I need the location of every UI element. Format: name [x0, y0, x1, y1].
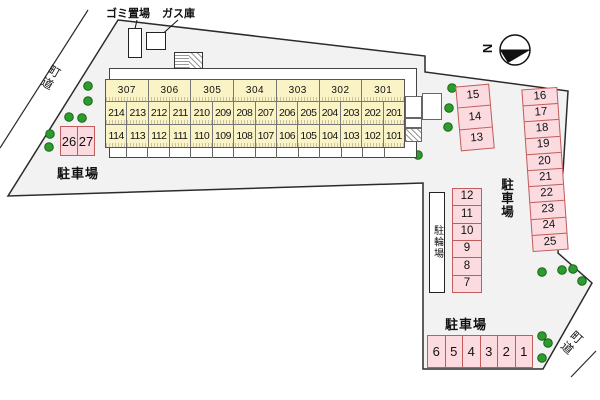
room-cell: 109: [213, 125, 235, 147]
parking-space: 8: [453, 258, 481, 276]
east-entrance: [422, 93, 442, 120]
parking-space: 10: [453, 224, 481, 241]
room-cell: 113: [127, 125, 149, 147]
tree-icon: [444, 103, 454, 113]
tree-icon: [537, 267, 547, 277]
room-cell: 304: [234, 80, 277, 101]
parking-label-bottom: 駐車場: [445, 317, 488, 332]
gas-label: ガス庫: [162, 8, 195, 20]
balcony-dividers: [105, 148, 405, 158]
east-stair-landing: [405, 96, 422, 118]
room-cell: 213: [127, 101, 149, 125]
parking-space: 1: [520, 344, 528, 359]
parking-space: 2: [498, 336, 516, 367]
tree-icon: [557, 265, 567, 275]
room-cell: 108: [234, 125, 256, 147]
stair-hatch: [188, 53, 202, 68]
parking-space: 5: [446, 336, 463, 367]
gas-shed: [146, 32, 166, 50]
room-cell: 107: [256, 125, 277, 147]
parking-group-26-27: 26 27: [60, 126, 95, 156]
east-stair-steps: [405, 128, 422, 142]
room-cell: 212: [149, 101, 171, 125]
east-stair-mid: [405, 118, 422, 128]
tree-icon: [537, 353, 547, 363]
tree-icon: [443, 122, 453, 132]
garbage-label: ゴミ置場: [106, 8, 150, 20]
room-cell: 306: [149, 80, 192, 101]
parking-space: 6: [428, 336, 446, 367]
room-cell: 307: [106, 80, 149, 101]
room-cell: 112: [149, 125, 171, 147]
parking-label-left: 駐車場: [57, 166, 100, 181]
floor2-row: 214 213 212 211 210 209 208 207 206 205 …: [106, 101, 404, 126]
room-cell: 208: [234, 101, 256, 125]
room-cell: 202: [362, 101, 384, 125]
parking-space: 11: [453, 206, 481, 224]
room-cell: 206: [277, 101, 299, 125]
room-cell: 301: [374, 84, 393, 96]
tree-icon: [44, 142, 54, 152]
parking-space: 27: [78, 133, 94, 149]
tree-icon: [577, 276, 587, 286]
room-cell: 201: [385, 107, 403, 120]
room-cell: 210: [191, 101, 213, 125]
stair-hatch: [175, 53, 189, 68]
room-cell: 102: [362, 125, 384, 147]
road-edge-left: [0, 9, 89, 149]
room-cell: 303: [277, 80, 320, 101]
room-cell: 114: [106, 125, 128, 147]
compass-icon: [499, 34, 531, 66]
road-edge-bottom-right: [570, 350, 597, 378]
room-cell: 205: [298, 101, 320, 125]
bicycle-parking-label: 駐輪場: [431, 225, 443, 260]
room-cell: 106: [277, 125, 299, 147]
tree-icon: [543, 338, 553, 348]
floor3-row: 307 306 305 304 303 302 301: [106, 80, 404, 102]
bicycle-parking-area: 駐輪場: [429, 192, 445, 293]
parking-space: 4: [463, 336, 481, 367]
room-cell: 211: [170, 101, 192, 125]
room-cell: 104: [320, 125, 341, 147]
parking-space: 9: [453, 241, 481, 259]
parking-space: 26: [61, 127, 78, 155]
parking-label-right: 駐車場: [499, 178, 513, 219]
parking-space: 7: [463, 277, 471, 290]
tree-icon: [83, 96, 93, 106]
building-units: 307 306 305 304 303 302 301 214 213 212 …: [105, 79, 405, 148]
tree-icon: [45, 129, 55, 139]
room-cell: 101: [385, 130, 403, 143]
tree-icon: [64, 112, 74, 122]
parking-space: 13: [469, 131, 484, 145]
parking-space: 14: [458, 105, 492, 131]
room-cell: 105: [298, 125, 320, 147]
room-cell: 103: [341, 125, 363, 147]
tree-icon: [83, 81, 93, 91]
stairwell-top: [174, 52, 203, 69]
tree-icon: [537, 331, 547, 341]
room-cell: 203: [341, 101, 363, 125]
room-cell: 305: [191, 80, 235, 101]
north-label: N: [480, 43, 496, 54]
room-cell: 207: [256, 101, 277, 125]
room-cell: 204: [320, 101, 341, 125]
parking-space: 25: [543, 235, 557, 248]
parking-group-1-6: 6 5 4 3 2 1: [427, 335, 533, 368]
parking-group-7-12: 12 11 10 9 8 7: [452, 188, 482, 293]
parking-space: 15: [456, 84, 491, 109]
parking-group-13-15: 15 14 13: [455, 83, 495, 152]
room-cell: 214: [106, 101, 128, 125]
garbage-shed: [128, 28, 142, 58]
parking-space: 12: [453, 189, 481, 207]
room-cell: 110: [191, 125, 213, 147]
tree-icon: [568, 264, 578, 274]
tree-icon: [77, 113, 87, 123]
floor1-row: 114 113 112 111 110 109 108 107 106 105 …: [106, 125, 404, 147]
room-cell: 209: [213, 101, 235, 125]
parking-space: 3: [481, 336, 498, 367]
room-cell: 302: [320, 80, 363, 101]
room-cell: 111: [170, 125, 192, 147]
